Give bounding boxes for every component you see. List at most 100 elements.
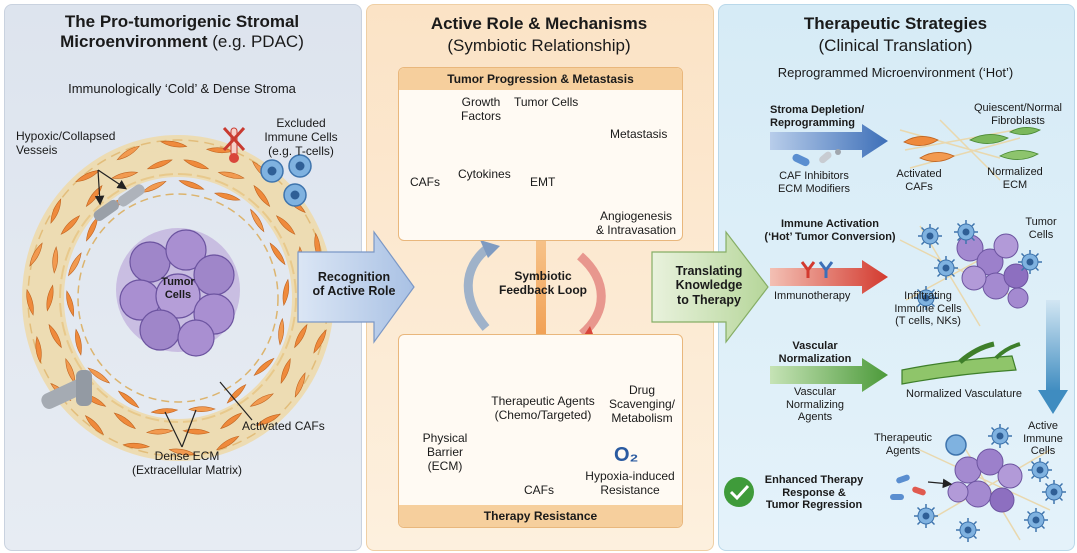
caf-cell [215, 435, 240, 451]
therapy-resistance-box: Therapy Resistance [398, 334, 683, 528]
enhanced-response-label: Enhanced Therapy Response & Tumor Regres… [764, 474, 864, 512]
caf-cell [117, 390, 140, 409]
immune-cell [1018, 250, 1042, 274]
excluded-immune-cells [260, 154, 312, 207]
immune-activation-arrow [770, 260, 888, 294]
immune-cell [954, 220, 978, 244]
caf-cell [35, 336, 42, 364]
stroma-depletion-arrow [770, 124, 888, 158]
caf-cell [145, 428, 174, 435]
immune-cell [914, 504, 938, 528]
caf-cell [178, 180, 205, 190]
panel1-title-line1: The Pro-tumorigenic Stromal [64, 12, 300, 31]
caf-cell [66, 290, 74, 317]
caf-cell [85, 184, 103, 208]
therapeutic-agents-label: Therapeutic Agents (Chemo/Targeted) [491, 394, 595, 422]
caf-cell [113, 412, 136, 430]
panel3-title: Therapeutic Strategies [803, 14, 988, 33]
stroma-depletion-label: Stroma Depletion/ Reprogramming [770, 104, 865, 129]
panel1-pointers [164, 381, 253, 448]
panel1-title-bold: Microenvironment [60, 31, 208, 51]
caf-cell [50, 198, 62, 224]
vascular-normalization-label: Vascular Normalization [778, 340, 852, 365]
growth-factors-label: Growth Factors [460, 95, 501, 123]
checkmark-icon [724, 477, 754, 507]
caf-cell [150, 408, 179, 415]
caf-cell [188, 406, 216, 412]
immune-cell [988, 424, 1012, 448]
active-immune-cells [914, 220, 1066, 542]
angiogenesis-label: Angiogenesis & Intravasation [595, 209, 677, 237]
panel1-title: The Pro-tumorigenic Stromal Microenviron… [4, 12, 360, 51]
immune-cell [914, 286, 938, 310]
panel1-title-rest: (e.g. PDAC) [207, 31, 304, 51]
oxygen-symbol: O₂ [614, 444, 639, 466]
vessels-label: Hypoxic/Collapsed Vesseis [16, 129, 116, 157]
caf-cell [46, 284, 54, 312]
caf-cell [255, 413, 281, 426]
translating-arrow [651, 230, 769, 344]
infiltrating-label: Infiltrating Immune Cells (T cells, NKs) [894, 290, 962, 328]
caf-cell [146, 159, 173, 170]
vascular-normalization-arrow [770, 358, 888, 392]
feedback-loop-label: Symbiotic Feedback Loop [498, 269, 587, 297]
caf-cell [217, 171, 245, 179]
immune-cell [1024, 508, 1048, 532]
tumor-cells-label: Tumor Cells [161, 276, 195, 301]
caf-cell [294, 323, 308, 349]
normalized-vasculature-icon [901, 341, 1021, 385]
caf-cell [282, 278, 290, 307]
dense-ecm-label: Dense ECM (Extracellular Matrix) [131, 449, 242, 477]
caf-cell [60, 215, 81, 235]
vascular-agents-label: Vascular Normalizing Agents [785, 386, 845, 424]
immune-cell [934, 256, 958, 280]
hypoxia-label: Hypoxia-induced Resistance [585, 469, 675, 497]
immune-cell [1042, 480, 1066, 504]
panel1-subtitle: Immunologically ‘Cold’ & Dense Stroma [68, 81, 296, 96]
panel3-subtitle: (Clinical Translation) [818, 36, 973, 55]
downward-arrow [1038, 300, 1068, 414]
active-immune-label: Active Immune Cells [1023, 420, 1063, 458]
caf-cell [220, 412, 243, 430]
regressing-tumor-cluster [890, 434, 1051, 541]
therapeutic-agents-p3-label: Therapeutic Agents [873, 432, 933, 457]
caf-cell [253, 184, 271, 208]
quiescent-fibroblasts-label: Quiescent/Normal Fibroblasts [973, 102, 1063, 127]
caf-cell [313, 329, 327, 354]
activated-caf-cells [26, 140, 330, 456]
caf-cell [111, 171, 139, 179]
caf-inhibitors-label: CAF Inhibitors ECM Modifiers [777, 170, 851, 195]
cafs-top-label: CAFs [410, 175, 440, 189]
caf-cell [226, 384, 247, 404]
normalized-vasculature-label: Normalized Vasculature [906, 388, 1022, 400]
caf-cell [48, 323, 62, 349]
immunotherapy-label: Immunotherapy [774, 290, 851, 302]
caf-cell [213, 192, 241, 201]
caf-cell [68, 252, 82, 277]
recognition-label: Recognition of Active Role [312, 270, 396, 299]
box2-title: Therapy Resistance [399, 505, 682, 527]
caf-cell [182, 428, 211, 435]
caf-cell [26, 288, 34, 316]
recognition-arrow [297, 230, 415, 344]
collapsed-vessel-icon [41, 169, 145, 409]
metastasis-label: Metastasis [610, 127, 668, 141]
tumor-cells-p3-label: Tumor Cells [1025, 216, 1057, 241]
activated-cafs-label: Activated CAFs [242, 419, 325, 433]
caf-cell [275, 215, 296, 235]
thermometer-icon [222, 126, 246, 163]
physical-barrier-label: Physical Barrier (ECM) [422, 431, 468, 473]
reprogrammed-label: Reprogrammed Microenvironment (‘Hot’) [777, 65, 1014, 80]
immune-activation-label: Immune Activation (‘Hot’ Tumor Conversio… [764, 218, 896, 243]
drug-scavenging-label: Drug Scavenging/ Metabolism [608, 383, 676, 425]
tumor-mass [116, 228, 240, 357]
caf-cell [75, 328, 82, 356]
antibody-icon [800, 261, 834, 278]
caf-cell [116, 145, 141, 161]
translating-label: Translating Knowledge to Therapy [675, 264, 743, 307]
caf-cell [250, 208, 265, 233]
caf-cell [87, 367, 111, 384]
caf-cell [249, 393, 274, 407]
caf-cell [253, 357, 275, 376]
activated-cafs-p3-label: Activated CAFs [896, 168, 942, 193]
